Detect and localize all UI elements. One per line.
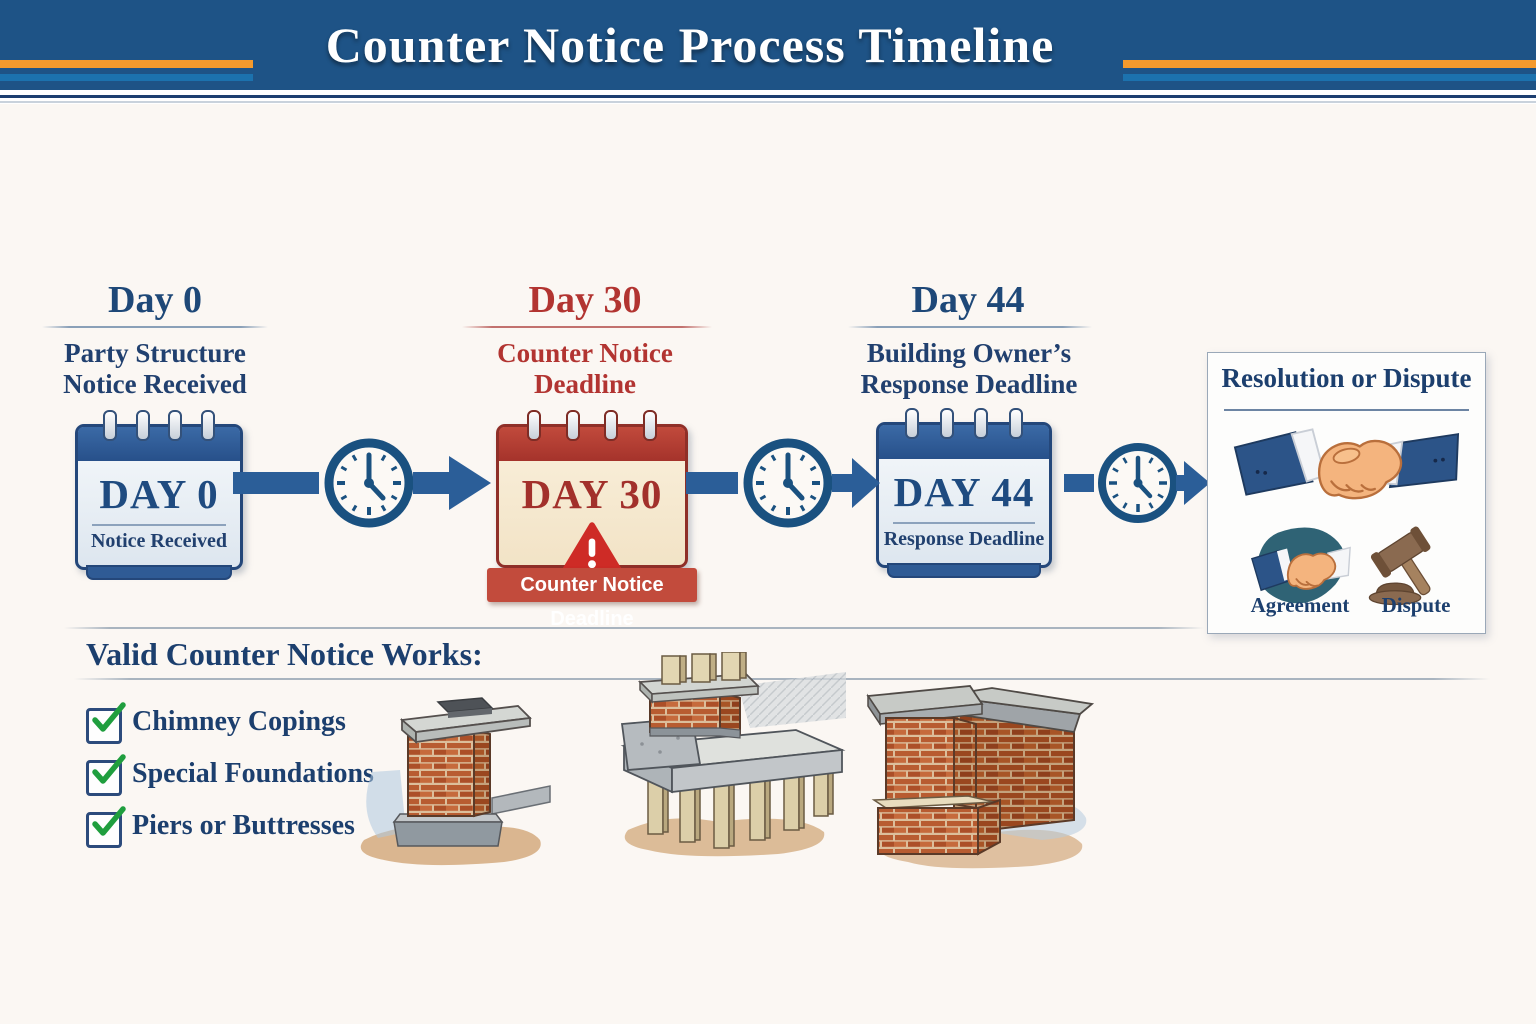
- chimney-coping-illustration: [360, 697, 551, 866]
- stage-title-day30: Day 30: [528, 279, 642, 321]
- page-title: Counter Notice Process Timeline: [325, 17, 1055, 73]
- stage-subtitle-line: Response Deadline: [860, 369, 1078, 399]
- clock-icon: [743, 438, 833, 528]
- stage-rule-day44: [848, 326, 1092, 328]
- connector-bar: [233, 472, 319, 494]
- agreement-handshake-icon: [1250, 527, 1351, 604]
- calendar-day30: DAY 30 Counter Notice Deadline: [487, 410, 697, 630]
- stage-title-day44: Day 44: [911, 279, 1025, 321]
- calendar-day44: DAY 44 Response Deadline: [876, 408, 1052, 578]
- calendar-caption: Notice Received: [90, 529, 228, 552]
- arrow-right-icon: [1176, 461, 1210, 505]
- checkbox-checked-icon: [86, 702, 126, 744]
- calendar-ring-icon: [168, 410, 183, 441]
- arrow-right-icon: [413, 456, 491, 510]
- header-stripe-orange-right: [1123, 60, 1536, 68]
- timeline-connector-2: [686, 438, 880, 528]
- timeline-connector-3: [1064, 443, 1210, 523]
- calendar-ring-icon: [604, 410, 619, 441]
- stage-subtitle-line: Building Owner’s: [866, 338, 1072, 368]
- calendar-day-label: DAY 44: [893, 469, 1035, 515]
- calendar-rings: [879, 408, 1049, 439]
- calendar-ring-icon: [939, 408, 954, 439]
- stage-subtitle-line: Party Structure: [64, 338, 246, 368]
- calendar-base: [887, 563, 1041, 578]
- clock-icon: [1098, 443, 1178, 523]
- calendar-ring-icon: [103, 410, 118, 441]
- outcome-label-dispute: Dispute: [1381, 593, 1451, 617]
- section-divider-top: [64, 627, 1204, 629]
- header-bottom-line: [0, 95, 1536, 98]
- section-divider-under-heading: [74, 678, 1490, 680]
- calendar-ring-icon: [974, 408, 989, 439]
- timeline-connector-1: [233, 438, 491, 528]
- handshake-icon: [1233, 428, 1460, 500]
- works-heading: Valid Counter Notice Works:: [86, 636, 483, 672]
- connector-bar: [1064, 474, 1094, 492]
- calendar-day0: DAY 0 Notice Received: [75, 410, 243, 580]
- header-band: Counter Notice Process Timeline: [0, 0, 1536, 90]
- gavel-icon: [1368, 526, 1431, 606]
- pier-buttress-illustration: [866, 685, 1095, 869]
- calendar-ring-icon: [135, 410, 150, 441]
- header-stripe-blue-right: [1123, 74, 1536, 81]
- calendar-rings: [499, 410, 685, 441]
- check-label: Special Foundations: [132, 758, 374, 789]
- stage-rule-day30: [462, 326, 712, 328]
- stage-subtitle-line: Deadline: [533, 369, 636, 399]
- special-foundation-illustration: [620, 652, 846, 857]
- calendar-day-label: DAY 30: [521, 471, 663, 517]
- calendar-base: [86, 565, 232, 580]
- calendar-rings: [78, 410, 240, 441]
- stage-subtitle-day0: Party Structure Notice Received: [15, 338, 295, 400]
- calendar-body: DAY 30: [499, 470, 685, 578]
- stage-subtitle-day44: Building Owner’s Response Deadline: [828, 338, 1110, 400]
- stage-subtitle-day30: Counter Notice Deadline: [450, 338, 720, 400]
- calendar-body: DAY 0 Notice Received: [78, 470, 240, 553]
- stage-subtitle-line: Counter Notice: [497, 338, 673, 368]
- resolution-box: Resolution or Dispute: [1207, 352, 1486, 634]
- header-bottom-line-light: [0, 101, 1536, 103]
- clock-icon: [324, 438, 414, 528]
- calendar-day-label: DAY 0: [99, 471, 219, 517]
- calendar-caption: Response Deadline: [883, 527, 1045, 550]
- calendar-banner: Counter Notice Deadline: [487, 568, 697, 630]
- stage-subtitle-line: Notice Received: [63, 369, 247, 399]
- calendar-ring-icon: [1008, 408, 1023, 439]
- calendar-divider: [92, 524, 226, 526]
- connector-bar: [686, 472, 738, 494]
- calendar-ring-icon: [200, 410, 215, 441]
- stage-rule-day0: [42, 326, 268, 328]
- checkbox-checked-icon: [86, 806, 126, 848]
- check-label: Piers or Buttresses: [132, 810, 355, 841]
- calendar-ring-icon: [642, 410, 657, 441]
- resolution-title: Resolution or Dispute: [1221, 363, 1472, 393]
- outcome-label-agreement: Agreement: [1250, 593, 1350, 617]
- calendar-divider: [893, 522, 1035, 524]
- calendar-ring-icon: [527, 410, 542, 441]
- calendar-ring-icon: [565, 410, 580, 441]
- header-stripe-orange-left: [0, 60, 253, 68]
- resolution-rule: [1224, 409, 1469, 411]
- header-bottom-border: [0, 90, 1536, 104]
- arrow-right-icon: [832, 458, 880, 508]
- check-label: Chimney Copings: [132, 706, 346, 737]
- header-stripe-blue-left: [0, 74, 253, 81]
- checkbox-checked-icon: [86, 754, 126, 796]
- calendar-ring-icon: [905, 408, 920, 439]
- calendar-body: DAY 44 Response Deadline: [879, 468, 1049, 551]
- stage-title-day0: Day 0: [108, 279, 202, 321]
